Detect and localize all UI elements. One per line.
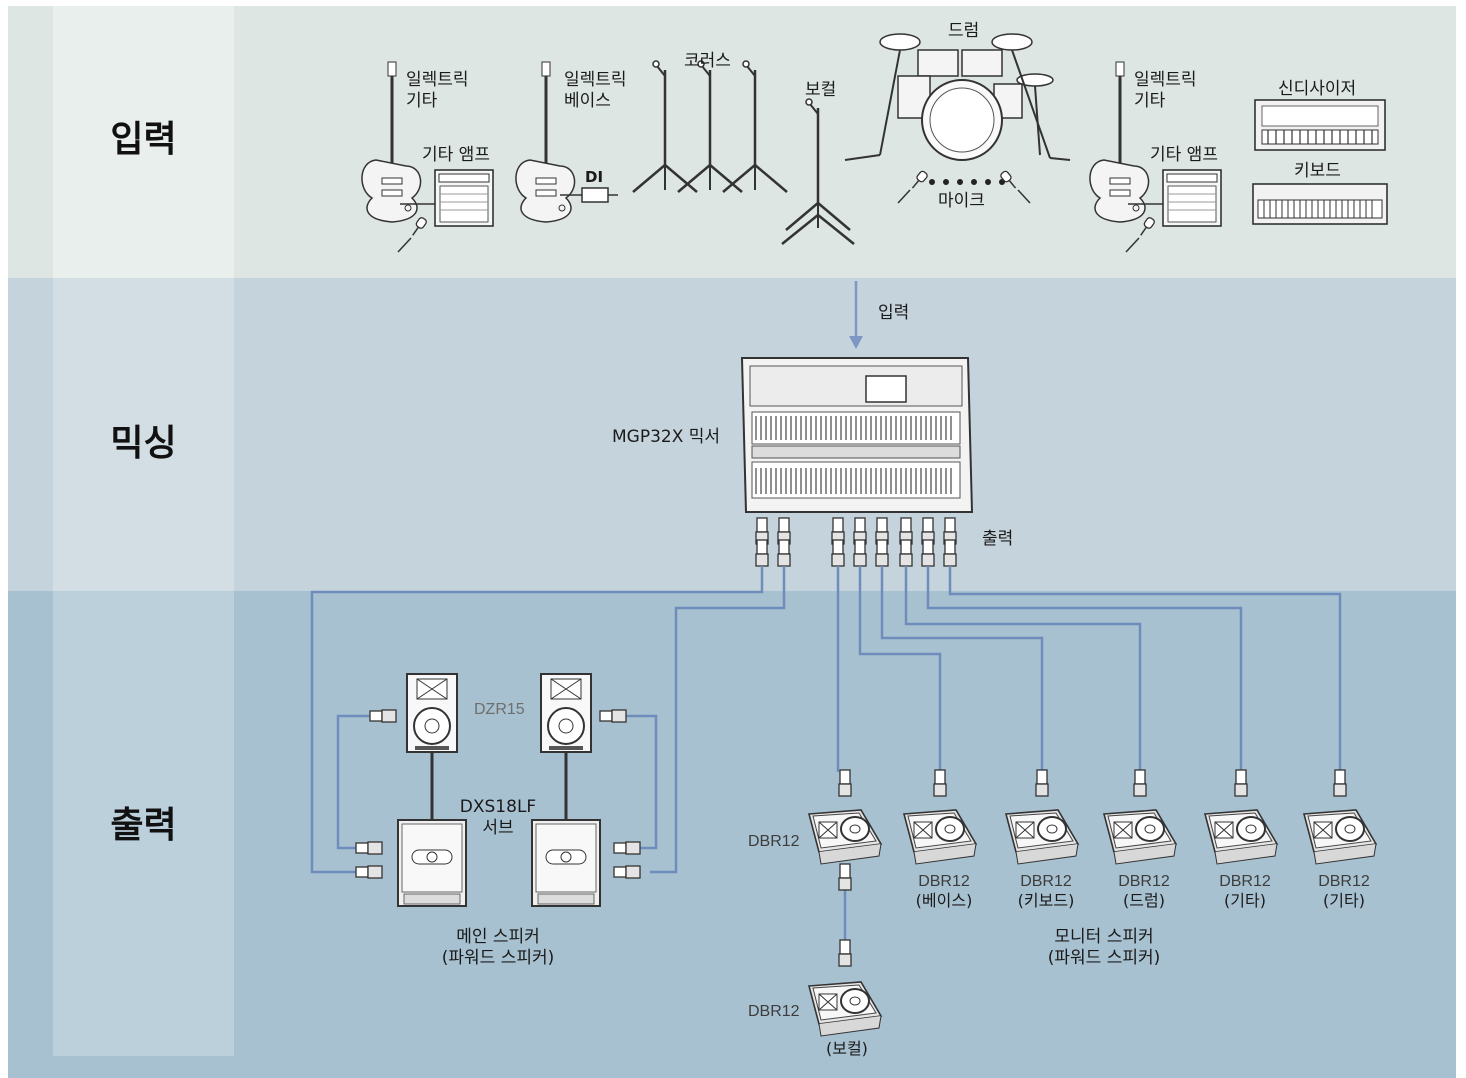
monitor-role-label: (기타) <box>1323 891 1365 910</box>
monitor-vocal-upper <box>808 769 882 865</box>
monitor-wedge: DBR12(키보드) <box>1005 769 1079 910</box>
vocal-label: 보컬 <box>805 80 836 100</box>
di-box-label: DI <box>585 168 603 186</box>
mixing-band <box>8 278 1456 591</box>
monitor-role-label: (베이스) <box>916 891 973 910</box>
monitor-wedge: DBR12(기타) <box>1303 769 1377 910</box>
output-label-column <box>53 591 234 1056</box>
monitor-role-label: (드럼) <box>1123 891 1165 910</box>
monitor-role-label: (기타) <box>1224 891 1266 910</box>
monitor-model-label: DBR12 <box>1318 873 1370 890</box>
dzr15-label: DZR15 <box>474 701 525 718</box>
monitor-model-label: DBR12 <box>918 873 970 890</box>
synthesizer-label: 신디사이저 <box>1278 79 1356 99</box>
monitor-role-label: (키보드) <box>1018 891 1075 910</box>
monitor-wedge: DBR12(베이스) <box>903 769 977 910</box>
section-title-mixing: 믹싱 <box>110 423 177 464</box>
mixer-channel-strips <box>755 416 952 494</box>
monitor-model-label: DBR12 <box>1219 873 1271 890</box>
main-speaker-right <box>531 673 641 907</box>
drum-mics-label: 마이크 <box>938 191 985 211</box>
mixing-label-column <box>53 278 234 591</box>
monitor-model-label-vocal: DBR12 <box>748 833 800 850</box>
guitar-amp-1-label: 기타 앰프 <box>422 145 490 165</box>
guitar-amp-2-label: 기타 앰프 <box>1150 145 1218 165</box>
output-cables <box>310 566 1342 944</box>
synthesizer: 신디사이저 <box>1254 79 1386 151</box>
chorus-label: 코러스 <box>684 51 731 71</box>
chorus-mic-stands: 코러스 <box>631 51 789 194</box>
mgp32x-mixer: MGP32X 믹서 <box>612 357 974 513</box>
keyboard: 키보드 <box>1252 161 1388 225</box>
monitor-wedge: DBR12(기타) <box>1204 769 1278 910</box>
mixer-input-label: 입력 <box>878 303 909 323</box>
keyboard-label: 키보드 <box>1294 161 1341 181</box>
section-title-output: 출력 <box>110 805 177 846</box>
drum-mics: 마이크 <box>897 169 1031 211</box>
vocal-monitor-model-label: DBR12 <box>748 1003 800 1020</box>
di-box: DI <box>560 168 618 203</box>
input-label-column <box>53 6 234 278</box>
monitor-speakers: DBR12(베이스)DBR12(키보드)DBR12(드럼)DBR12(기타)DB… <box>808 769 1377 910</box>
guitar-amp-1: 기타 앰프 <box>400 145 494 227</box>
vocal-mic-stand: 보컬 <box>781 80 855 245</box>
monitor-model-label: DBR12 <box>1020 873 1072 890</box>
monitor-model-label: DBR12 <box>1118 873 1170 890</box>
mixer-name-label: MGP32X 믹서 <box>612 427 720 447</box>
mixer-output-connectors: 출력 <box>755 517 1013 567</box>
input-band <box>8 6 1456 278</box>
amp-mic-1 <box>397 215 429 253</box>
main-speaker-left <box>355 673 467 907</box>
vocal-monitor-lower: DBR12 (보컬) <box>748 863 882 1058</box>
section-title-input: 입력 <box>110 119 177 160</box>
vocal-monitor-role-label: (보컬) <box>826 1039 868 1058</box>
monitor-wedge: DBR12(드럼) <box>1103 769 1177 910</box>
amp-mic-2 <box>1125 215 1157 253</box>
input-arrow: 입력 <box>849 281 909 349</box>
drum-kit: 드럼 <box>844 21 1071 161</box>
monitor-speakers-caption: 모니터 스피커(파워드 스피커) <box>1048 927 1161 968</box>
drum-label: 드럼 <box>948 21 979 41</box>
mixer-output-label: 출력 <box>982 529 1013 549</box>
main-speakers-caption: 메인 스피커(파워드 스피커) <box>442 927 555 968</box>
guitar-amp-2: 기타 앰프 <box>1128 145 1222 227</box>
